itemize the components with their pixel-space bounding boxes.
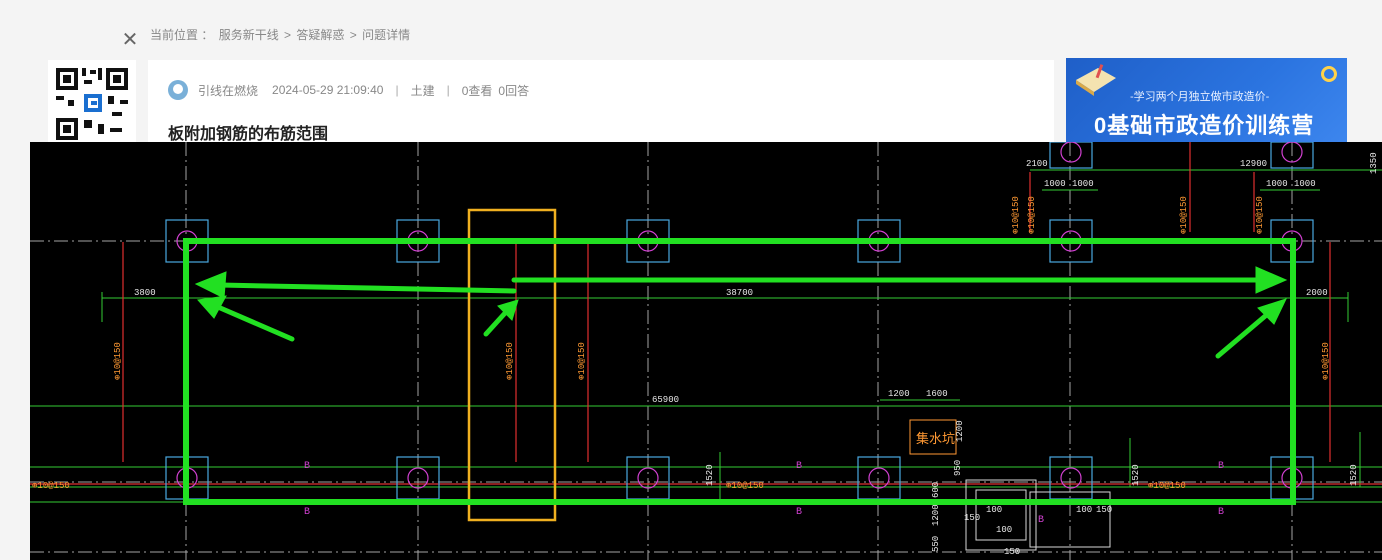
dim-text: 1520	[1131, 464, 1141, 486]
dim-text: 1520	[705, 464, 715, 486]
arrow-pointer-left	[215, 304, 295, 342]
breadcrumb-separator: >	[349, 28, 357, 42]
rebar-label: ⊕10@150	[1179, 196, 1189, 234]
rebar-label: ⊕10@150	[1321, 342, 1331, 380]
rebar-label: ⊕10@150	[113, 342, 123, 380]
post-meta: 引线在燃烧 2024-05-29 21:09:40 | 土建 | 0查看 0回答	[168, 80, 529, 100]
rebar-label: ⊕10@150	[1255, 196, 1265, 234]
rebar-label: ⊕10@150	[1148, 481, 1186, 491]
b-label: B	[796, 461, 802, 472]
dim-text: 100	[1076, 505, 1092, 515]
breadcrumb-item-detail: 问题详情	[362, 28, 411, 42]
breadcrumb-item-qa[interactable]: 答疑解惑	[296, 28, 345, 42]
dim-text: 950	[953, 460, 963, 476]
meta-separator: |	[446, 83, 450, 97]
dim-text: 100	[986, 505, 1002, 515]
breadcrumb-label: 当前位置 ：	[150, 28, 214, 42]
post-title: 板附加钢筋的布筋范围	[168, 126, 329, 143]
view-count: 0查看	[461, 83, 493, 98]
dim-text: 1000	[1072, 179, 1094, 189]
dim-text: 1520	[1349, 464, 1359, 486]
rebar-label: ⊕10@150	[32, 481, 70, 491]
close-icon[interactable]: ✕	[121, 29, 139, 51]
dim-text: 38700	[726, 288, 753, 298]
dim-text: 1200	[955, 420, 965, 442]
breadcrumb-separator: >	[284, 28, 292, 42]
dim-text: 1350	[1369, 152, 1379, 174]
post-datetime: 2024-05-29 21:09:40	[272, 83, 384, 97]
dim-text: 1200	[888, 389, 910, 399]
dim-text: 150	[964, 513, 980, 523]
post-card: 引线在燃烧 2024-05-29 21:09:40 | 土建 | 0查看 0回答…	[148, 60, 1054, 144]
dim-text: 100	[996, 525, 1012, 535]
rebar-label: ⊕10@150	[1011, 196, 1021, 234]
ad-subtitle: -学习两个月独立做市政造价-	[1130, 91, 1270, 103]
dim-text: 550	[931, 536, 941, 552]
dim-text: 12900	[1240, 159, 1267, 169]
highlight-box	[183, 238, 1296, 505]
rebar-label: ⊕10@150	[1027, 196, 1037, 234]
ad-banner[interactable]: -学习两个月独立做市政造价- 0基础市政造价训练营	[1066, 58, 1347, 144]
dim-text: 1000	[1294, 179, 1316, 189]
dim-text: 150	[1096, 505, 1112, 515]
breadcrumb: 当前位置 ： 服务新干线 > 答疑解惑 > 问题详情	[150, 26, 412, 43]
dim-text: 1000	[1266, 179, 1288, 189]
dim-text: 2100	[1026, 159, 1048, 169]
dim-text: 150	[1004, 547, 1020, 557]
b-label: B	[1218, 461, 1224, 472]
rebar-label: ⊕10@150	[505, 342, 515, 380]
b-label: B	[1038, 515, 1044, 526]
qr-code	[48, 60, 136, 144]
avatar[interactable]	[168, 80, 188, 100]
cad-drawing[interactable]: 3800 38700 2000 65900 1200 1600 2100 129…	[30, 142, 1382, 560]
meta-separator: |	[395, 83, 399, 97]
rebar-label: ⊕10@150	[726, 481, 764, 491]
dim-text: 1200	[931, 504, 941, 526]
dim-text: 65900	[652, 395, 679, 405]
circle-icon	[1321, 66, 1337, 82]
rebar-label: ⊕10@150	[577, 342, 587, 380]
b-label: B	[304, 461, 310, 472]
b-label: B	[1218, 507, 1224, 518]
arrow-pointer-mid	[483, 309, 509, 337]
sump-label: 集水坑	[916, 431, 955, 447]
dim-text: 600	[931, 482, 941, 498]
book-icon	[1076, 64, 1116, 96]
answer-count: 0回答	[498, 83, 530, 98]
selection-box	[467, 208, 557, 522]
dim-text: 3800	[134, 288, 156, 298]
b-label: B	[304, 507, 310, 518]
author-name[interactable]: 引线在燃烧	[198, 83, 259, 98]
dim-text: 1600	[926, 389, 948, 399]
arrow-pointer-right	[1215, 309, 1273, 359]
dim-text: 1000	[1044, 179, 1066, 189]
dim-text: 2000	[1306, 288, 1328, 298]
breadcrumb-item-service[interactable]: 服务新干线	[218, 28, 279, 42]
arrow-left	[217, 282, 517, 294]
post-category[interactable]: 土建	[410, 83, 435, 98]
b-label: B	[796, 507, 802, 518]
ad-title: 0基础市政造价训练营	[1094, 113, 1315, 138]
